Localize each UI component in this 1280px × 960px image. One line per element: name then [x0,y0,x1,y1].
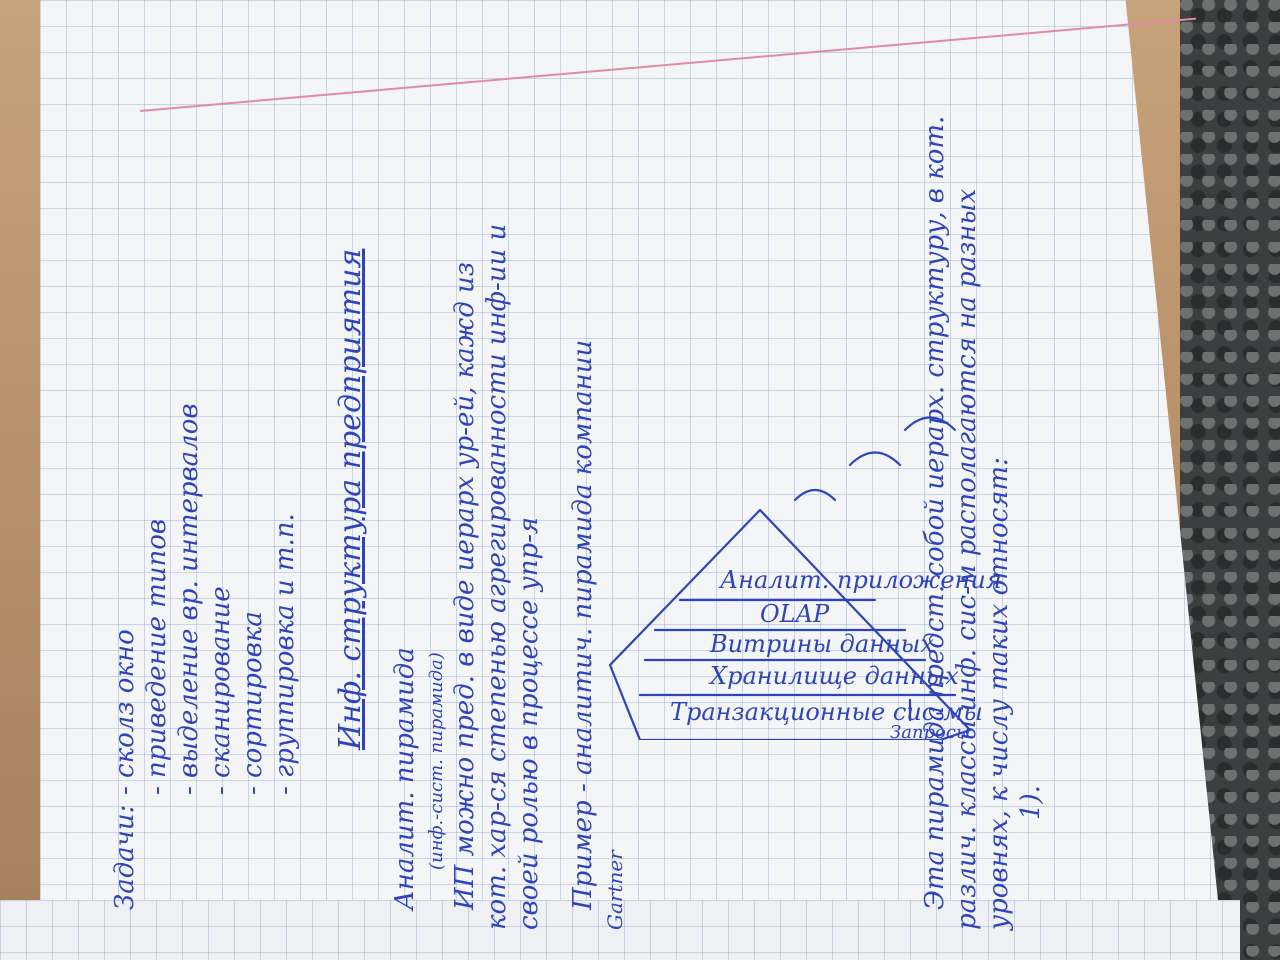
queries-label: Запросы [890,722,971,740]
pyramid-level-label: OLAP [760,600,830,628]
task-item: - сколз окно [110,629,140,795]
pyramid-term: Аналит. пирамида [390,647,420,910]
notebook-page-lower [0,900,1240,960]
pyramid-level-label: Витрины данных [709,630,934,658]
pyramid-outline [608,508,972,740]
definition-line: ИП можно пред. в виде иерарх ур-ей, кажд… [450,262,480,910]
loop-arrow [903,416,957,432]
task-item: - сортировка [238,611,268,795]
section-title: Инф. структура предприятия [333,248,368,750]
task-item: - сканирование [206,586,236,795]
pyramid-level-label: Транзакционные сис-мы [670,698,983,726]
pyramid-level-label: Аналит. приложения [718,566,1002,594]
pyramid-level-label: Хранилище данных [708,662,959,690]
fabric-background [1180,0,1280,960]
task-item: - приведение типов [142,518,172,795]
analytic-pyramid-diagram: Аналит. приложения OLAP Витрины данных Х… [608,416,1002,740]
definition-line: кот. хар-ся степенью агрегированности ин… [482,223,512,930]
definition-line: своей ролью в процессе упр-я [514,516,544,930]
pyramid-term-alt: (инф.-сист. пирамида) [426,652,447,870]
tasks-heading: Задачи: [110,804,140,910]
notebook-page [40,0,1220,920]
task-item: - группировка и т.п. [270,513,300,795]
example-name: Gartner [603,850,627,930]
bottom-line: 1). [1016,785,1046,820]
task-item: - выделение вр. интервалов [174,403,204,795]
loop-arrow [793,488,837,502]
loop-arrow [848,451,902,467]
